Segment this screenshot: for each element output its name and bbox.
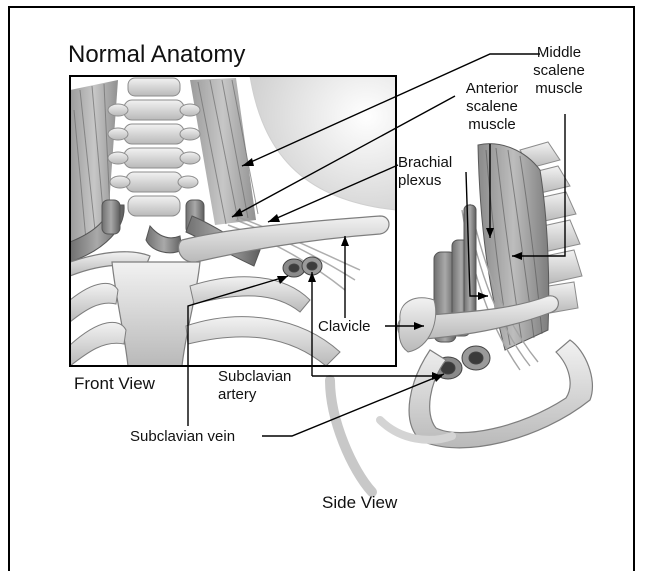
label-subclavian-vein: Subclavian vein xyxy=(130,428,235,446)
label-middle-scalene-muscle: Middle scalene muscle xyxy=(524,44,594,98)
diagram-title: Normal Anatomy xyxy=(68,41,245,69)
label-anterior-scalene-muscle: Anterior scalene muscle xyxy=(452,80,532,134)
side-view-caption: Side View xyxy=(322,494,397,512)
front-view-caption: Front View xyxy=(74,375,155,393)
label-brachial-plexus: Brachial plexus xyxy=(398,154,452,190)
label-clavicle: Clavicle xyxy=(318,318,371,336)
label-subclavian-artery: Subclavian artery xyxy=(218,368,291,404)
